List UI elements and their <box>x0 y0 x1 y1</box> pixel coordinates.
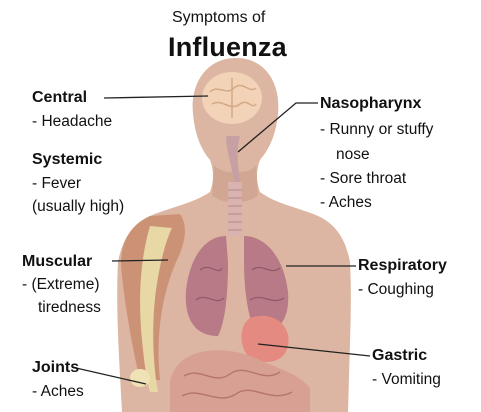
joints-item: - Aches <box>32 384 84 400</box>
respiratory-item: - Coughing <box>358 282 434 298</box>
title-line2: Influenza <box>168 34 287 61</box>
nasopharynx-item-4: - Aches <box>320 195 372 211</box>
gastric-heading: Gastric <box>372 348 427 364</box>
central-heading: Central <box>32 90 87 106</box>
systemic-heading: Systemic <box>32 152 102 168</box>
nasopharynx-heading: Nasopharynx <box>320 96 421 112</box>
nasopharynx-item-3: - Sore throat <box>320 171 406 187</box>
systemic-item-1: - Fever <box>32 176 81 192</box>
muscular-item-2: tiredness <box>38 300 101 316</box>
nasopharynx-item-2: nose <box>336 147 370 163</box>
systemic-item-2: (usually high) <box>32 199 124 215</box>
title-line1: Symptoms of <box>172 10 265 26</box>
nasopharynx-item-1: - Runny or stuffy <box>320 122 433 138</box>
central-pointer-line <box>104 96 208 98</box>
elbow-joint <box>130 369 150 387</box>
joints-heading: Joints <box>32 360 79 376</box>
muscular-item-1: - (Extreme) <box>22 277 100 293</box>
respiratory-heading: Respiratory <box>358 258 447 274</box>
muscular-heading: Muscular <box>22 254 92 270</box>
gastric-item: - Vomiting <box>372 372 441 388</box>
central-item: - Headache <box>32 114 112 130</box>
